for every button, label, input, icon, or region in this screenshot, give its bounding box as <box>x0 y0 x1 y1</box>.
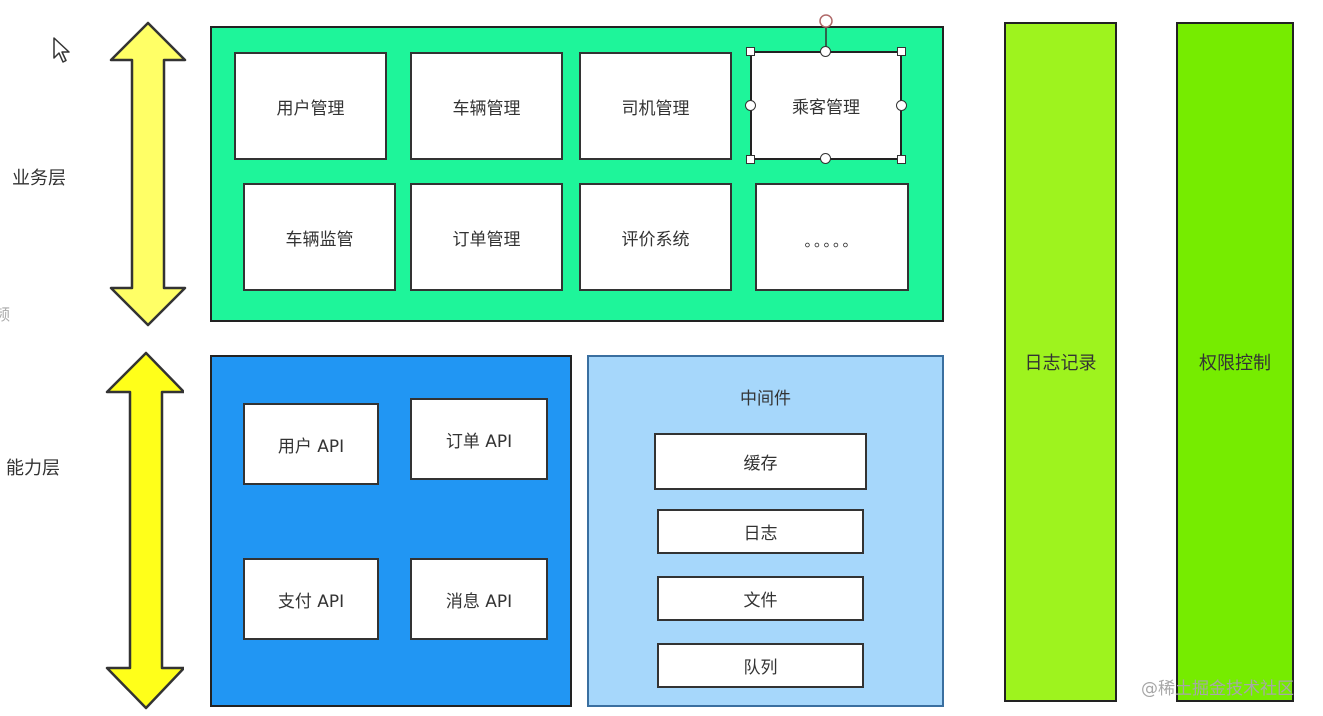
api-message[interactable]: 消息 API <box>410 558 548 640</box>
middleware-item-file[interactable]: 文件 <box>657 576 864 621</box>
module-vehicle-management[interactable]: 车辆管理 <box>410 52 563 160</box>
resize-handle-left[interactable] <box>745 100 756 111</box>
middleware-item-cache[interactable]: 缓存 <box>654 433 867 490</box>
rotate-handle-icon[interactable] <box>816 14 836 50</box>
resize-handle-right[interactable] <box>896 100 907 111</box>
api-payment[interactable]: 支付 API <box>243 558 379 640</box>
resize-handle-top[interactable] <box>820 46 831 57</box>
edge-fragment-text: 频 <box>0 305 11 324</box>
module-vehicle-monitoring[interactable]: 车辆监管 <box>243 183 396 291</box>
resize-handle-top-left[interactable] <box>746 47 755 56</box>
double-arrow-icon <box>105 351 184 710</box>
capability-layer-label: 能力层 <box>6 458 60 479</box>
mouse-cursor-icon <box>53 37 70 63</box>
double-arrow-icon <box>109 21 187 327</box>
resize-handle-bottom-right[interactable] <box>897 155 906 164</box>
watermark-text: @稀土掘金技术社区 <box>1141 679 1294 699</box>
module-order-management[interactable]: 订单管理 <box>410 183 563 291</box>
log-record-bar[interactable]: 日志记录 <box>1004 22 1117 702</box>
api-user[interactable]: 用户 API <box>243 403 379 485</box>
middleware-item-queue[interactable]: 队列 <box>657 643 864 688</box>
resize-handle-bottom[interactable] <box>820 153 831 164</box>
module-more-ellipsis[interactable]: 。。。。。 <box>755 183 909 291</box>
permission-control-bar[interactable]: 权限控制 <box>1176 22 1294 702</box>
middleware-item-log[interactable]: 日志 <box>657 509 864 554</box>
business-layer-label: 业务层 <box>12 168 66 189</box>
middleware-title: 中间件 <box>740 389 791 409</box>
module-driver-management[interactable]: 司机管理 <box>579 52 732 160</box>
module-rating-system[interactable]: 评价系统 <box>579 183 732 291</box>
resize-handle-bottom-left[interactable] <box>746 155 755 164</box>
module-passenger-management[interactable]: 乘客管理 <box>750 51 902 160</box>
api-order[interactable]: 订单 API <box>410 398 548 480</box>
module-user-management[interactable]: 用户管理 <box>234 52 387 160</box>
resize-handle-top-right[interactable] <box>897 47 906 56</box>
